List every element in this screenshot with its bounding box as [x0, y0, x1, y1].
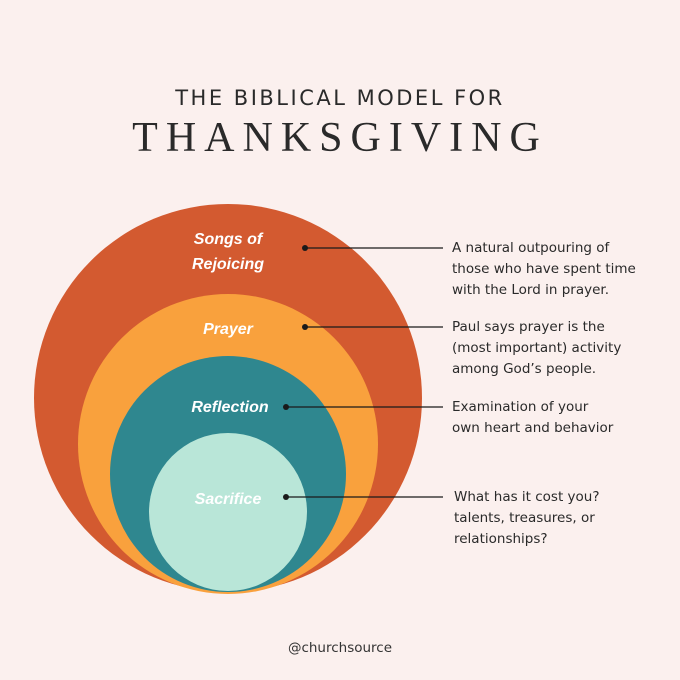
subtitle: THE BIBLICAL MODEL FOR [175, 86, 505, 110]
level-label-prayer: Prayer [203, 321, 254, 338]
level-label-sacrifice: Sacrifice [195, 491, 262, 508]
description-reflection: Examination of your own heart and behavi… [452, 399, 614, 436]
level-label-songs-line-2: Rejoicing [192, 256, 264, 273]
description-songs-of-rejoicing: A natural outpouring of those who have s… [452, 240, 636, 298]
level-label-reflection: Reflection [191, 399, 269, 416]
description-sacrifice: What has it cost you? talents, treasures… [454, 489, 600, 547]
sacrifice-circle [149, 433, 307, 591]
description-prayer: Paul says prayer is the (most important)… [452, 319, 622, 377]
page-title: THANKSGIVING [132, 115, 548, 161]
social-handle: @churchsource [287, 640, 393, 656]
level-label-songs-line-1: Songs of [194, 231, 264, 248]
